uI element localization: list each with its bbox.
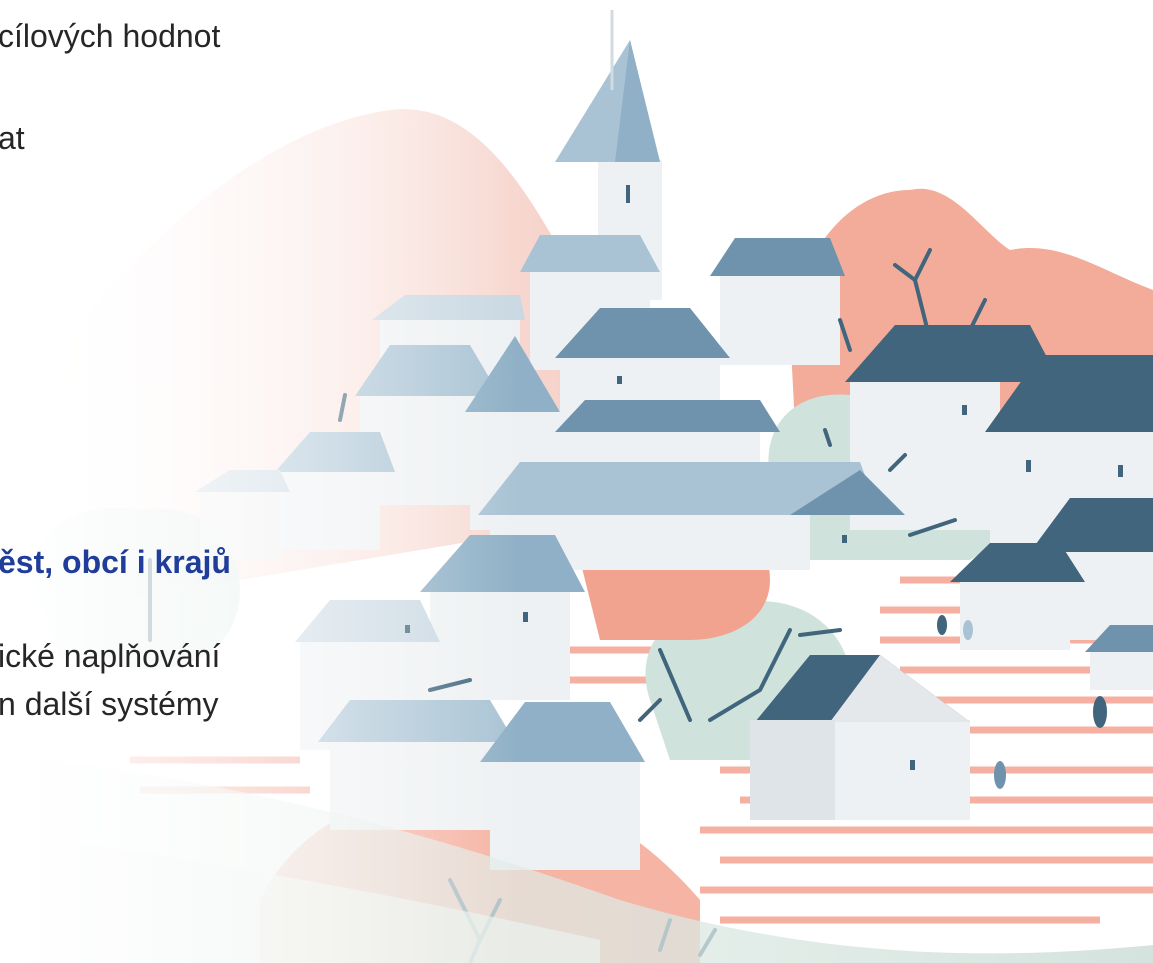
text-line-cities-municipalities-regions: ěst, obcí i krajů (0, 544, 231, 580)
text-line-other-systems: n další systémy (0, 686, 219, 722)
text-line-fulfilment: ické naplňování (0, 638, 221, 674)
church (555, 10, 662, 300)
left-fade (0, 0, 520, 963)
people (937, 615, 1107, 789)
houses (195, 235, 1153, 870)
text-line-at: at (0, 120, 25, 156)
text-line-target-values: cílových hodnot (0, 18, 221, 54)
